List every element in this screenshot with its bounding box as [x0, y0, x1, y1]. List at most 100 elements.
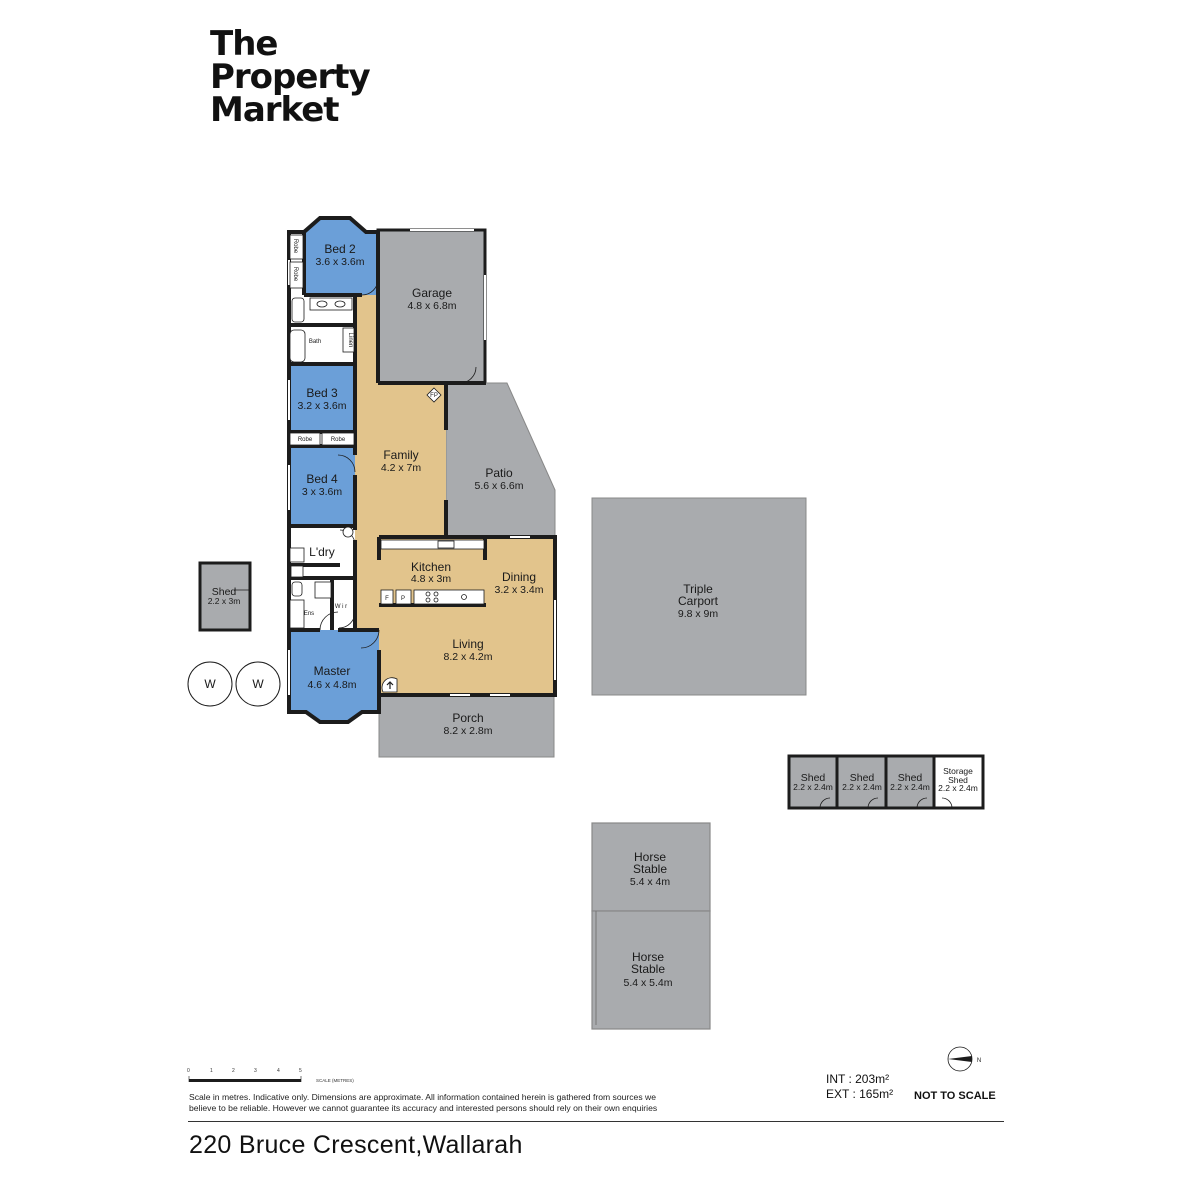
- robe-fixtures: [289, 234, 355, 446]
- carport-area: [591, 497, 807, 696]
- family-area: [355, 295, 446, 695]
- brand-logo: The Property Market: [210, 24, 371, 130]
- carport-name-1: Triple: [683, 582, 713, 596]
- bed4-area: [289, 446, 355, 526]
- shed-1-dim: 2.2 x 2.4m: [793, 782, 833, 792]
- shed-2-name: Shed: [850, 772, 875, 784]
- brand-line-2: Property: [210, 57, 371, 97]
- room-labels: Bed 2 3.6 x 3.6m Bed 3 3.2 x 3.6m Bed 4 …: [208, 242, 978, 989]
- disclaimer-line-2: believe to be reliable. However we canno…: [189, 1103, 658, 1113]
- living-kitchen-area: [379, 537, 555, 695]
- wir-label: W i r: [335, 604, 347, 610]
- scale-tick-4: 4: [277, 1068, 280, 1074]
- scale-bar: [188, 1076, 302, 1082]
- patio-dim: 5.6 x 6.6m: [474, 480, 523, 492]
- entry-arrow-icon: [381, 677, 398, 693]
- bed3-dim: 3.2 x 3.6m: [297, 400, 346, 412]
- disclaimer: Scale in metres. Indicative only. Dimens…: [189, 1092, 709, 1114]
- linen-label: Linen: [347, 333, 353, 348]
- water-tank-label-2: W: [252, 677, 264, 691]
- bed3-name: Bed 3: [306, 386, 338, 400]
- carport-name-2: Carport: [678, 594, 719, 608]
- bed4-name: Bed 4: [306, 472, 338, 486]
- shed-left-dim: 2.2 x 3m: [208, 596, 241, 606]
- living-dim: 8.2 x 4.2m: [443, 651, 492, 663]
- stable-2-area: [591, 910, 711, 1030]
- footer-divider: [188, 1121, 1004, 1122]
- stable-1-area: [591, 822, 711, 912]
- shed-3-name: Shed: [898, 772, 923, 784]
- bed2-name: Bed 2: [324, 242, 356, 256]
- bath-label: Bath: [309, 339, 321, 345]
- bathroom-fixtures: [289, 297, 355, 629]
- disclaimer-line-1: Scale in metres. Indicative only. Dimens…: [189, 1092, 656, 1102]
- fireplace-marker: [426, 387, 442, 403]
- master-name: Master: [314, 664, 351, 678]
- porch-area: [378, 694, 555, 758]
- shed-row-doors: [819, 797, 953, 809]
- dining-name: Dining: [502, 570, 536, 584]
- robe-label-4: Robe: [331, 437, 346, 443]
- kitchen-fixtures: [380, 539, 485, 605]
- family-name: Family: [383, 448, 418, 462]
- dining-dim: 3.2 x 3.4m: [494, 584, 543, 596]
- porch-dim: 8.2 x 2.8m: [443, 725, 492, 737]
- garage-name: Garage: [412, 286, 452, 300]
- shed-row: [787, 754, 985, 810]
- scale-tick-2: 2: [232, 1068, 235, 1074]
- patio-area: [445, 382, 556, 538]
- shed-left-name: Shed: [212, 586, 237, 598]
- windows: [288, 260, 556, 696]
- external-area: EXT : 165m²: [826, 1087, 894, 1101]
- kitchen-name: Kitchen: [411, 560, 451, 574]
- carport-dim: 9.8 x 9m: [678, 608, 719, 620]
- doors: [234, 278, 477, 649]
- brand-line-1: The: [210, 24, 278, 64]
- porch-name: Porch: [452, 711, 483, 725]
- water-tank-label-1: W: [204, 677, 216, 691]
- stable-2-name-2: Stable: [631, 962, 665, 976]
- family-dim: 4.2 x 7m: [381, 462, 422, 474]
- master-area: [289, 630, 379, 722]
- not-to-scale-note: NOT TO SCALE: [914, 1090, 996, 1102]
- brand-line-3: Market: [210, 90, 340, 130]
- compass-icon: N: [947, 1046, 981, 1072]
- internal-area: INT : 203m²: [826, 1072, 890, 1086]
- stable-1-name-1: Horse: [634, 850, 666, 864]
- property-address: 220 Bruce Crescent,Wallarah: [189, 1131, 523, 1159]
- storage-shed-name-2: Shed: [948, 775, 968, 785]
- master-dim: 4.6 x 4.8m: [307, 679, 356, 691]
- stable-1-name-2: Stable: [633, 862, 667, 876]
- scale-tick-3: 3: [254, 1068, 257, 1074]
- walls: [287, 216, 557, 724]
- water-tank-1: [187, 661, 233, 707]
- storage-shed-name-1: Storage: [943, 766, 973, 776]
- storage-shed-dim: 2.2 x 2.4m: [938, 783, 978, 793]
- garage-dim: 4.8 x 6.8m: [407, 300, 456, 312]
- patio-name: Patio: [485, 466, 513, 480]
- shed-1-name: Shed: [801, 772, 826, 784]
- stable-2-name-1: Horse: [632, 950, 664, 964]
- bed4-dim: 3 x 3.6m: [302, 486, 343, 498]
- garage-area: [376, 228, 487, 385]
- laundry-name: L'dry: [309, 545, 335, 559]
- fp-label: FP: [430, 393, 438, 399]
- robe-label-1: Robe: [292, 239, 298, 254]
- area-summary: INT : 203m² EXT : 165m²: [826, 1072, 893, 1102]
- robe-label-3: Robe: [298, 437, 313, 443]
- bed2-area: [304, 218, 378, 295]
- ensuite-label: Ens: [304, 611, 314, 617]
- stable-2-dim: 5.4 x 5.4m: [623, 977, 672, 989]
- pantry-label: P: [401, 596, 405, 602]
- robe-label-2: Robe: [292, 267, 298, 282]
- stable-1-dim: 5.4 x 4m: [630, 876, 671, 888]
- kitchen-dim: 4.8 x 3m: [411, 573, 452, 585]
- fixture-labels: Robe Robe Robe Robe Bath Linen Ens W i r…: [204, 239, 438, 691]
- shed-2-dim: 2.2 x 2.4m: [842, 782, 882, 792]
- water-tank-2: [235, 661, 281, 707]
- bed2-dim: 3.6 x 3.6m: [315, 256, 364, 268]
- scale-tick-1: 1: [210, 1068, 213, 1074]
- scale-caption: SCALE (METRES): [316, 1078, 354, 1083]
- fridge-label: F: [385, 596, 389, 602]
